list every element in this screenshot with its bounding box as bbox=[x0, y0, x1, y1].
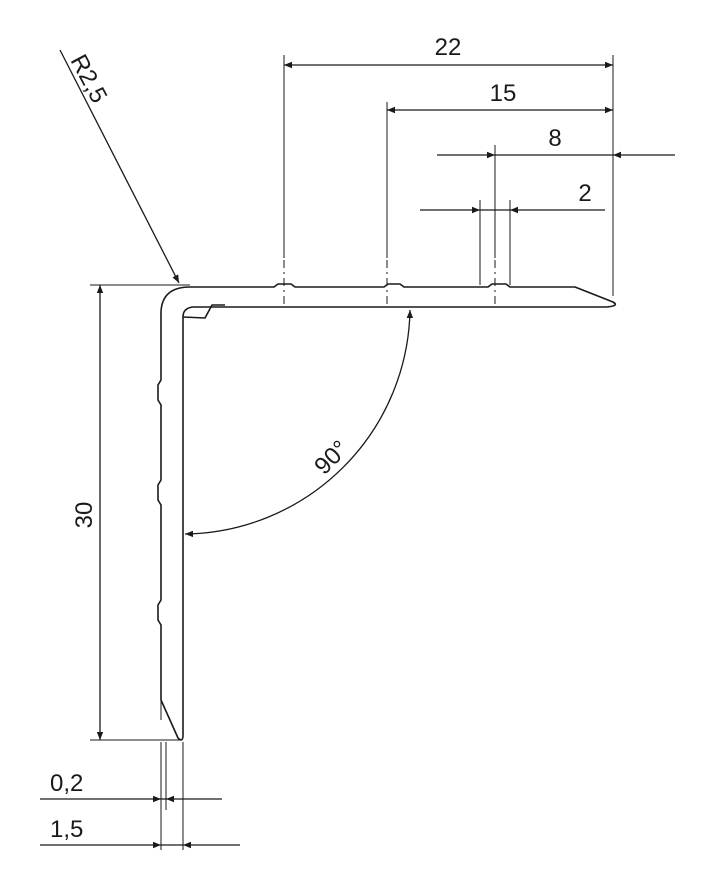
angle-arc bbox=[184, 309, 414, 538]
dim-label-2: 2 bbox=[578, 180, 591, 207]
radius-label: R2,5 bbox=[65, 50, 113, 107]
dim-label-8: 8 bbox=[548, 125, 561, 152]
angle-label: 90° bbox=[309, 435, 354, 480]
dimension-22: 22 bbox=[284, 34, 613, 69]
dimension-0-2: 0,2 bbox=[40, 770, 222, 803]
dimension-30: 30 bbox=[71, 285, 104, 740]
dimension-1-5: 1,5 bbox=[40, 816, 240, 849]
dim-label-0-2: 0,2 bbox=[50, 770, 83, 797]
angle-profile bbox=[157, 283, 617, 741]
radius-leader bbox=[59, 49, 180, 284]
dimension-2: 2 bbox=[420, 180, 605, 214]
profile-outer-edge bbox=[157, 283, 617, 741]
dimension-15: 15 bbox=[387, 80, 613, 114]
dimension-radius: R2,5 bbox=[59, 49, 180, 284]
dimension-8: 8 bbox=[437, 125, 675, 159]
extension-lines bbox=[90, 55, 614, 850]
groove-centerlines bbox=[283, 260, 496, 305]
dim-label-30: 30 bbox=[71, 502, 98, 529]
dimension-angle: 90° bbox=[184, 309, 414, 538]
dim-label-22: 22 bbox=[435, 34, 462, 61]
dim-label-1-5: 1,5 bbox=[50, 816, 83, 843]
dim-label-15: 15 bbox=[490, 80, 517, 107]
